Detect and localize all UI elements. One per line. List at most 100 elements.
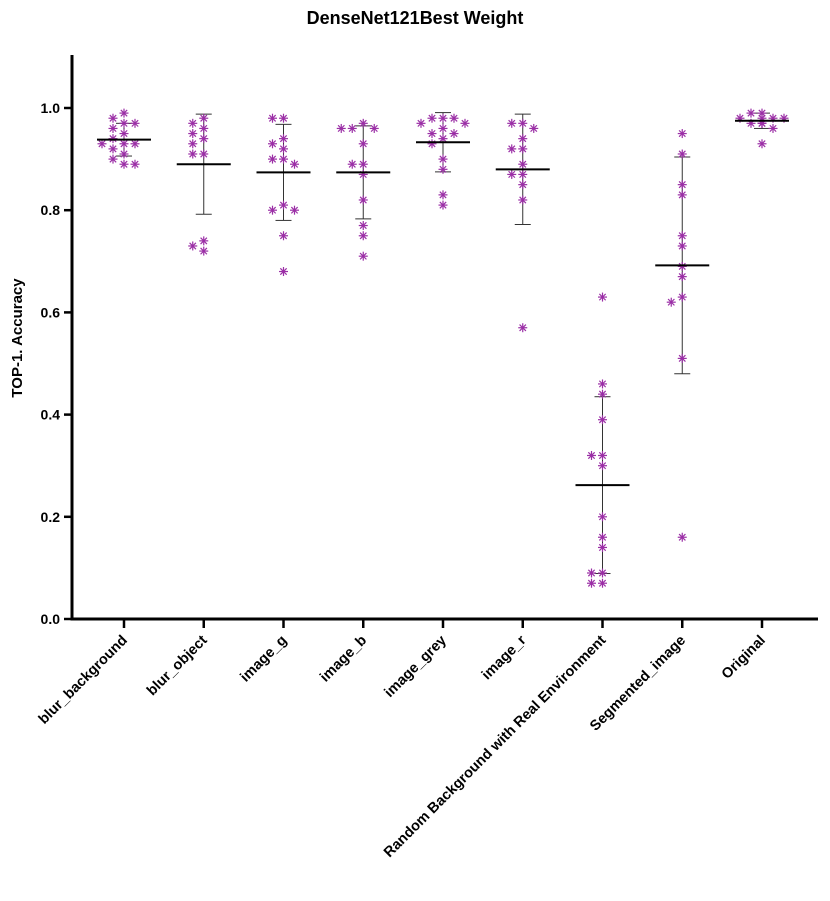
data-point	[677, 190, 687, 200]
data-point	[416, 118, 426, 128]
data-point	[290, 205, 299, 215]
y-tick-label: 1.0	[41, 100, 61, 116]
data-point	[188, 149, 198, 159]
data-point	[108, 123, 118, 133]
data-point	[279, 154, 288, 164]
x-tick-label: image_b	[317, 632, 370, 685]
data-point	[97, 139, 107, 149]
data-point	[358, 251, 368, 261]
data-point	[199, 123, 209, 133]
x-tick-label: blur_background	[36, 633, 131, 728]
data-point	[746, 108, 756, 118]
x-tick-label: image_grey	[382, 633, 450, 701]
data-point	[598, 512, 607, 522]
data-group	[495, 113, 550, 333]
data-point	[677, 231, 687, 241]
data-point	[438, 123, 448, 133]
data-point	[108, 154, 118, 164]
data-point	[507, 144, 517, 154]
data-point	[598, 578, 607, 588]
data-point	[438, 164, 448, 174]
data-point	[130, 159, 140, 169]
data-point	[449, 129, 459, 139]
data-point	[279, 267, 288, 277]
data-point	[677, 272, 687, 282]
data-point	[268, 139, 277, 149]
data-point	[188, 118, 198, 128]
data-point	[598, 461, 607, 471]
data-point	[369, 123, 379, 133]
data-point	[587, 450, 596, 460]
data-group	[416, 112, 470, 210]
data-point	[199, 134, 209, 144]
y-axis: 0.00.20.40.60.81.0	[41, 55, 74, 627]
data-point	[677, 261, 687, 271]
data-group	[735, 108, 789, 149]
data-point	[587, 578, 596, 588]
data-point	[518, 323, 528, 333]
data-point	[598, 450, 607, 460]
data-point	[427, 113, 437, 123]
data-point	[358, 231, 368, 241]
data-point	[598, 542, 607, 552]
data-point	[119, 108, 129, 118]
data-point	[119, 149, 129, 159]
data-group	[575, 292, 630, 588]
y-tick-label: 0.0	[41, 611, 61, 627]
data-point	[598, 292, 607, 302]
y-tick-label: 0.2	[41, 509, 61, 525]
data-point	[677, 353, 687, 363]
data-point	[279, 144, 288, 154]
data-point	[199, 149, 209, 159]
data-point	[677, 180, 687, 190]
data-group	[97, 108, 151, 169]
data-point	[279, 200, 288, 210]
data-groups	[97, 108, 789, 588]
data-point	[119, 159, 129, 169]
data-point	[518, 118, 528, 128]
data-point	[598, 389, 607, 399]
data-point	[199, 236, 209, 246]
data-point	[518, 134, 528, 144]
data-point	[598, 532, 607, 542]
y-axis-title: TOP-1. Accuracy	[9, 278, 26, 398]
data-point	[199, 113, 209, 123]
data-point	[677, 292, 687, 302]
data-group	[176, 113, 231, 256]
data-point	[188, 129, 198, 139]
data-point	[358, 139, 368, 149]
data-point	[358, 169, 368, 179]
data-point	[188, 241, 198, 251]
data-point	[677, 129, 687, 139]
data-point	[518, 159, 528, 169]
data-point	[347, 159, 357, 169]
data-point	[438, 200, 448, 210]
data-point	[188, 139, 198, 149]
data-point	[518, 144, 528, 154]
y-tick-label: 0.4	[41, 407, 61, 423]
data-point	[438, 113, 448, 123]
data-point	[518, 169, 528, 179]
data-point	[427, 139, 437, 149]
data-point	[507, 118, 517, 128]
data-point	[677, 532, 687, 542]
data-point	[757, 139, 767, 149]
data-point	[279, 231, 288, 241]
data-point	[598, 568, 607, 578]
data-point	[347, 123, 357, 133]
x-tick-label: image_r	[479, 632, 530, 683]
data-point	[130, 139, 140, 149]
data-point	[358, 221, 368, 231]
data-point	[438, 190, 448, 200]
data-point	[677, 241, 687, 251]
data-point	[130, 118, 140, 128]
data-point	[119, 139, 129, 149]
data-group	[256, 113, 311, 277]
data-point	[358, 159, 368, 169]
data-group	[655, 129, 710, 542]
data-point	[587, 568, 596, 578]
data-point	[119, 118, 129, 128]
data-point	[199, 246, 209, 256]
